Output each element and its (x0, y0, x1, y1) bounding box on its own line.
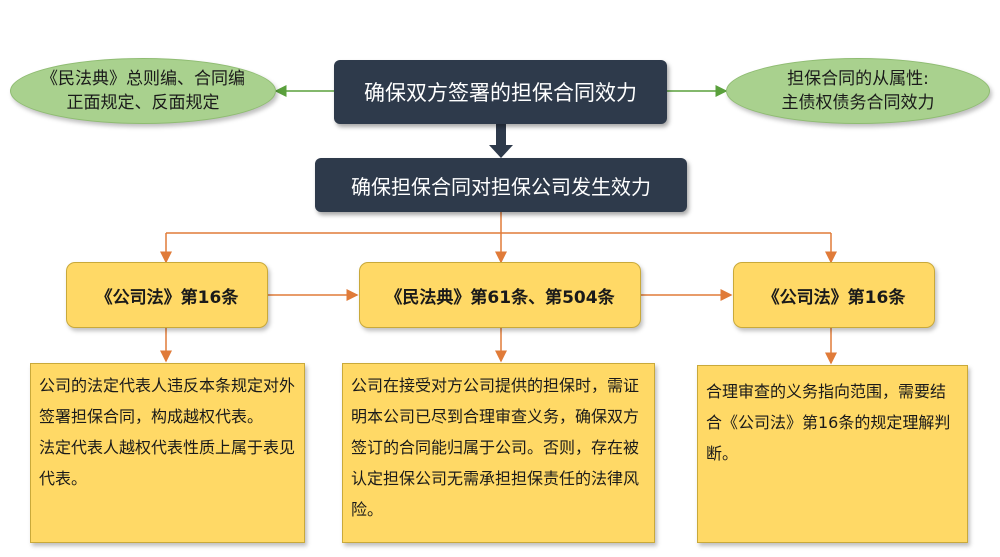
note-paragraph: 法定代表人越权代表性质上属于表见代表。 (39, 438, 296, 488)
law-label: 《公司法》第16条 (762, 287, 906, 308)
note-left: 公司的法定代表人违反本条规定对外签署担保合同，构成越权代表。 法定代表人越权代表… (30, 363, 305, 543)
law-box-company-law-left: 《公司法》第16条 (66, 262, 268, 328)
law-label: 《公司法》第16条 (95, 287, 239, 308)
top-box-label: 确保双方签署的担保合同效力 (364, 81, 637, 105)
law-box-civil-code: 《民法典》第61条、第504条 (359, 262, 641, 328)
branch-lines (160, 212, 837, 365)
law-box-company-law-right: 《公司法》第16条 (733, 262, 935, 328)
left-ellipse-line2: 正面规定、反面规定 (66, 93, 220, 113)
right-ellipse-line1: 担保合同的从属性: (787, 69, 929, 89)
second-box: 确保担保合同对担保公司发生效力 (315, 158, 687, 212)
law-label: 《民法典》第61条、第504条 (385, 287, 615, 308)
note-paragraph: 公司的法定代表人违反本条规定对外签署担保合同，构成越权代表。 (39, 376, 296, 426)
note-middle: 公司在接受对方公司提供的担保时，需证明本公司已尽到合理审查义务，确保双方签订的合… (342, 363, 655, 543)
note-right: 合理审查的义务指向范围，需要结合《公司法》第16条的规定理解判断。 (697, 365, 968, 543)
left-ellipse-line1: 《民法典》总则编、合同编 (41, 69, 245, 89)
note-paragraph: 公司在接受对方公司提供的担保时，需证明本公司已尽到合理审查义务，确保双方签订的合… (351, 376, 640, 519)
right-ellipse-line2: 主债权债务合同效力 (781, 93, 935, 113)
top-box: 确保双方签署的担保合同效力 (334, 60, 667, 124)
down-arrow (489, 124, 513, 158)
right-ellipse: 担保合同的从属性: 主债权债务合同效力 (726, 58, 990, 124)
second-box-label: 确保担保合同对担保公司发生效力 (351, 174, 651, 199)
left-ellipse: 《民法典》总则编、合同编 正面规定、反面规定 (10, 58, 276, 124)
note-paragraph: 合理审查的义务指向范围，需要结合《公司法》第16条的规定理解判断。 (706, 382, 951, 463)
